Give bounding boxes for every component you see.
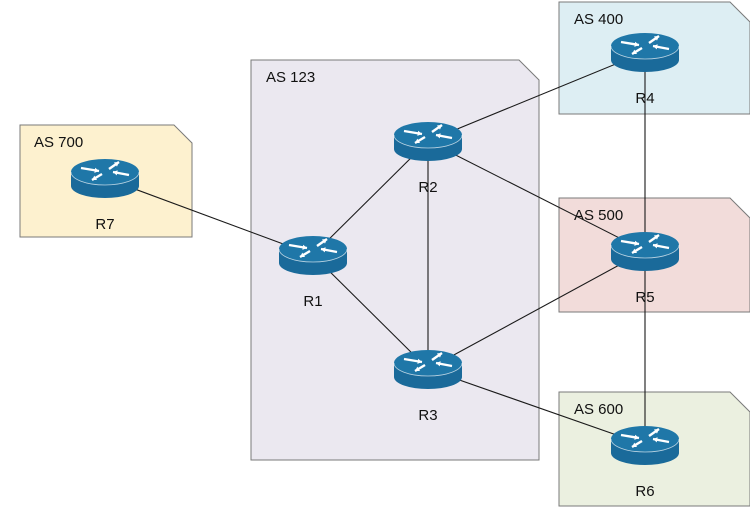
router-icon xyxy=(610,232,680,271)
link-R1-R3 xyxy=(312,254,429,370)
link-R3-R6 xyxy=(427,368,646,446)
router-r2[interactable]: R2 xyxy=(393,122,463,196)
router-label: R5 xyxy=(635,289,654,306)
as-label: AS 600 xyxy=(574,401,623,418)
router-r1[interactable]: R1 xyxy=(278,236,348,310)
link-R2-R5 xyxy=(427,140,646,252)
router-r4[interactable]: R4 xyxy=(610,33,680,107)
link-R2-R4 xyxy=(427,51,646,142)
router-icon xyxy=(610,33,680,72)
router-icon xyxy=(393,122,463,161)
as-region-as123: AS 123 xyxy=(250,59,540,461)
router-label: R4 xyxy=(635,90,654,107)
router-label: R6 xyxy=(635,483,654,500)
router-label: R2 xyxy=(418,179,437,196)
router-icon xyxy=(70,159,140,198)
router-icon xyxy=(393,350,463,389)
link-R3-R5 xyxy=(427,250,646,370)
as-label: AS 700 xyxy=(34,134,83,151)
as-label: AS 123 xyxy=(266,69,315,86)
as-label: AS 400 xyxy=(574,11,623,28)
router-label: R3 xyxy=(418,407,437,424)
router-r5[interactable]: R5 xyxy=(610,232,680,306)
router-r6[interactable]: R6 xyxy=(610,426,680,500)
router-r7[interactable]: R7 xyxy=(70,159,140,233)
as-box xyxy=(250,59,540,461)
router-label: R1 xyxy=(303,293,322,310)
as-label: AS 500 xyxy=(574,207,623,224)
link-R1-R2 xyxy=(312,140,429,256)
link-R7-R1 xyxy=(104,177,314,256)
router-label: R7 xyxy=(95,216,114,233)
router-icon xyxy=(610,426,680,465)
router-icon xyxy=(278,236,348,275)
router-r3[interactable]: R3 xyxy=(393,350,463,424)
